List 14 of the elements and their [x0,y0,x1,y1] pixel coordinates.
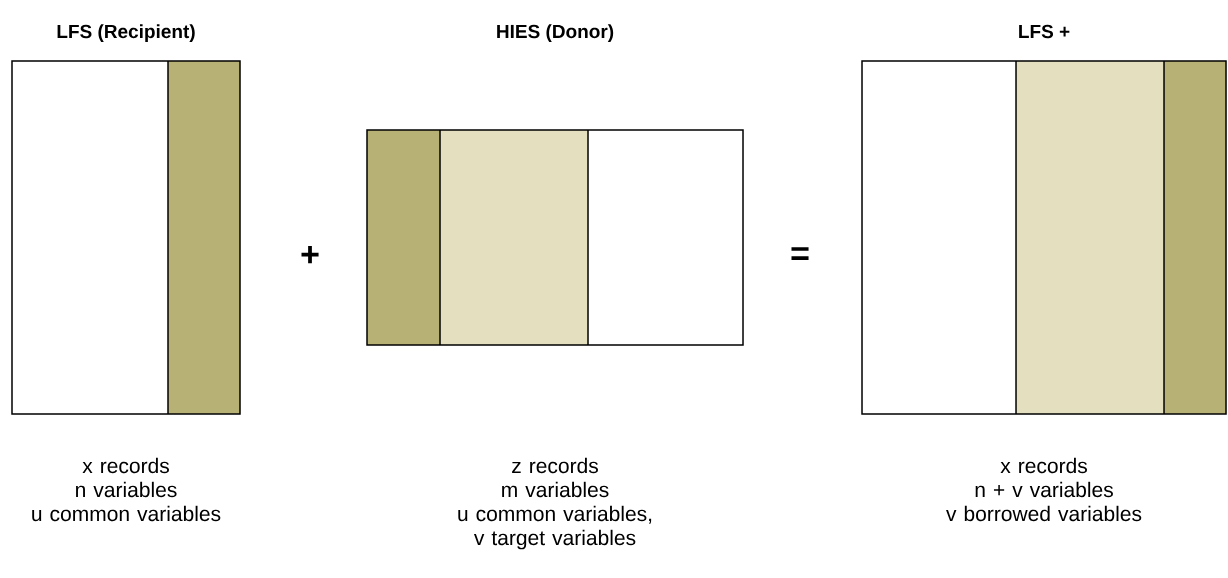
operator-sign: = [791,247,809,260]
table-caption: n + v variables [975,481,1113,498]
table-caption: u common variables, v target variables [458,505,652,550]
table-caption: z records [512,457,598,474]
table-caption: n variables [76,481,177,498]
table-heading: LFS + [1019,24,1070,39]
table-caption: x records [1000,457,1087,474]
table-caption: x records [82,457,169,474]
table-heading: LFS (Recipient) [57,24,195,42]
table-caption: v borrowed variables [946,505,1142,522]
operator-sign: + [301,246,319,264]
table-caption: m variables [502,481,609,498]
table-heading: HIES (Donor) [497,24,614,42]
table-caption: u common variables [32,505,221,522]
